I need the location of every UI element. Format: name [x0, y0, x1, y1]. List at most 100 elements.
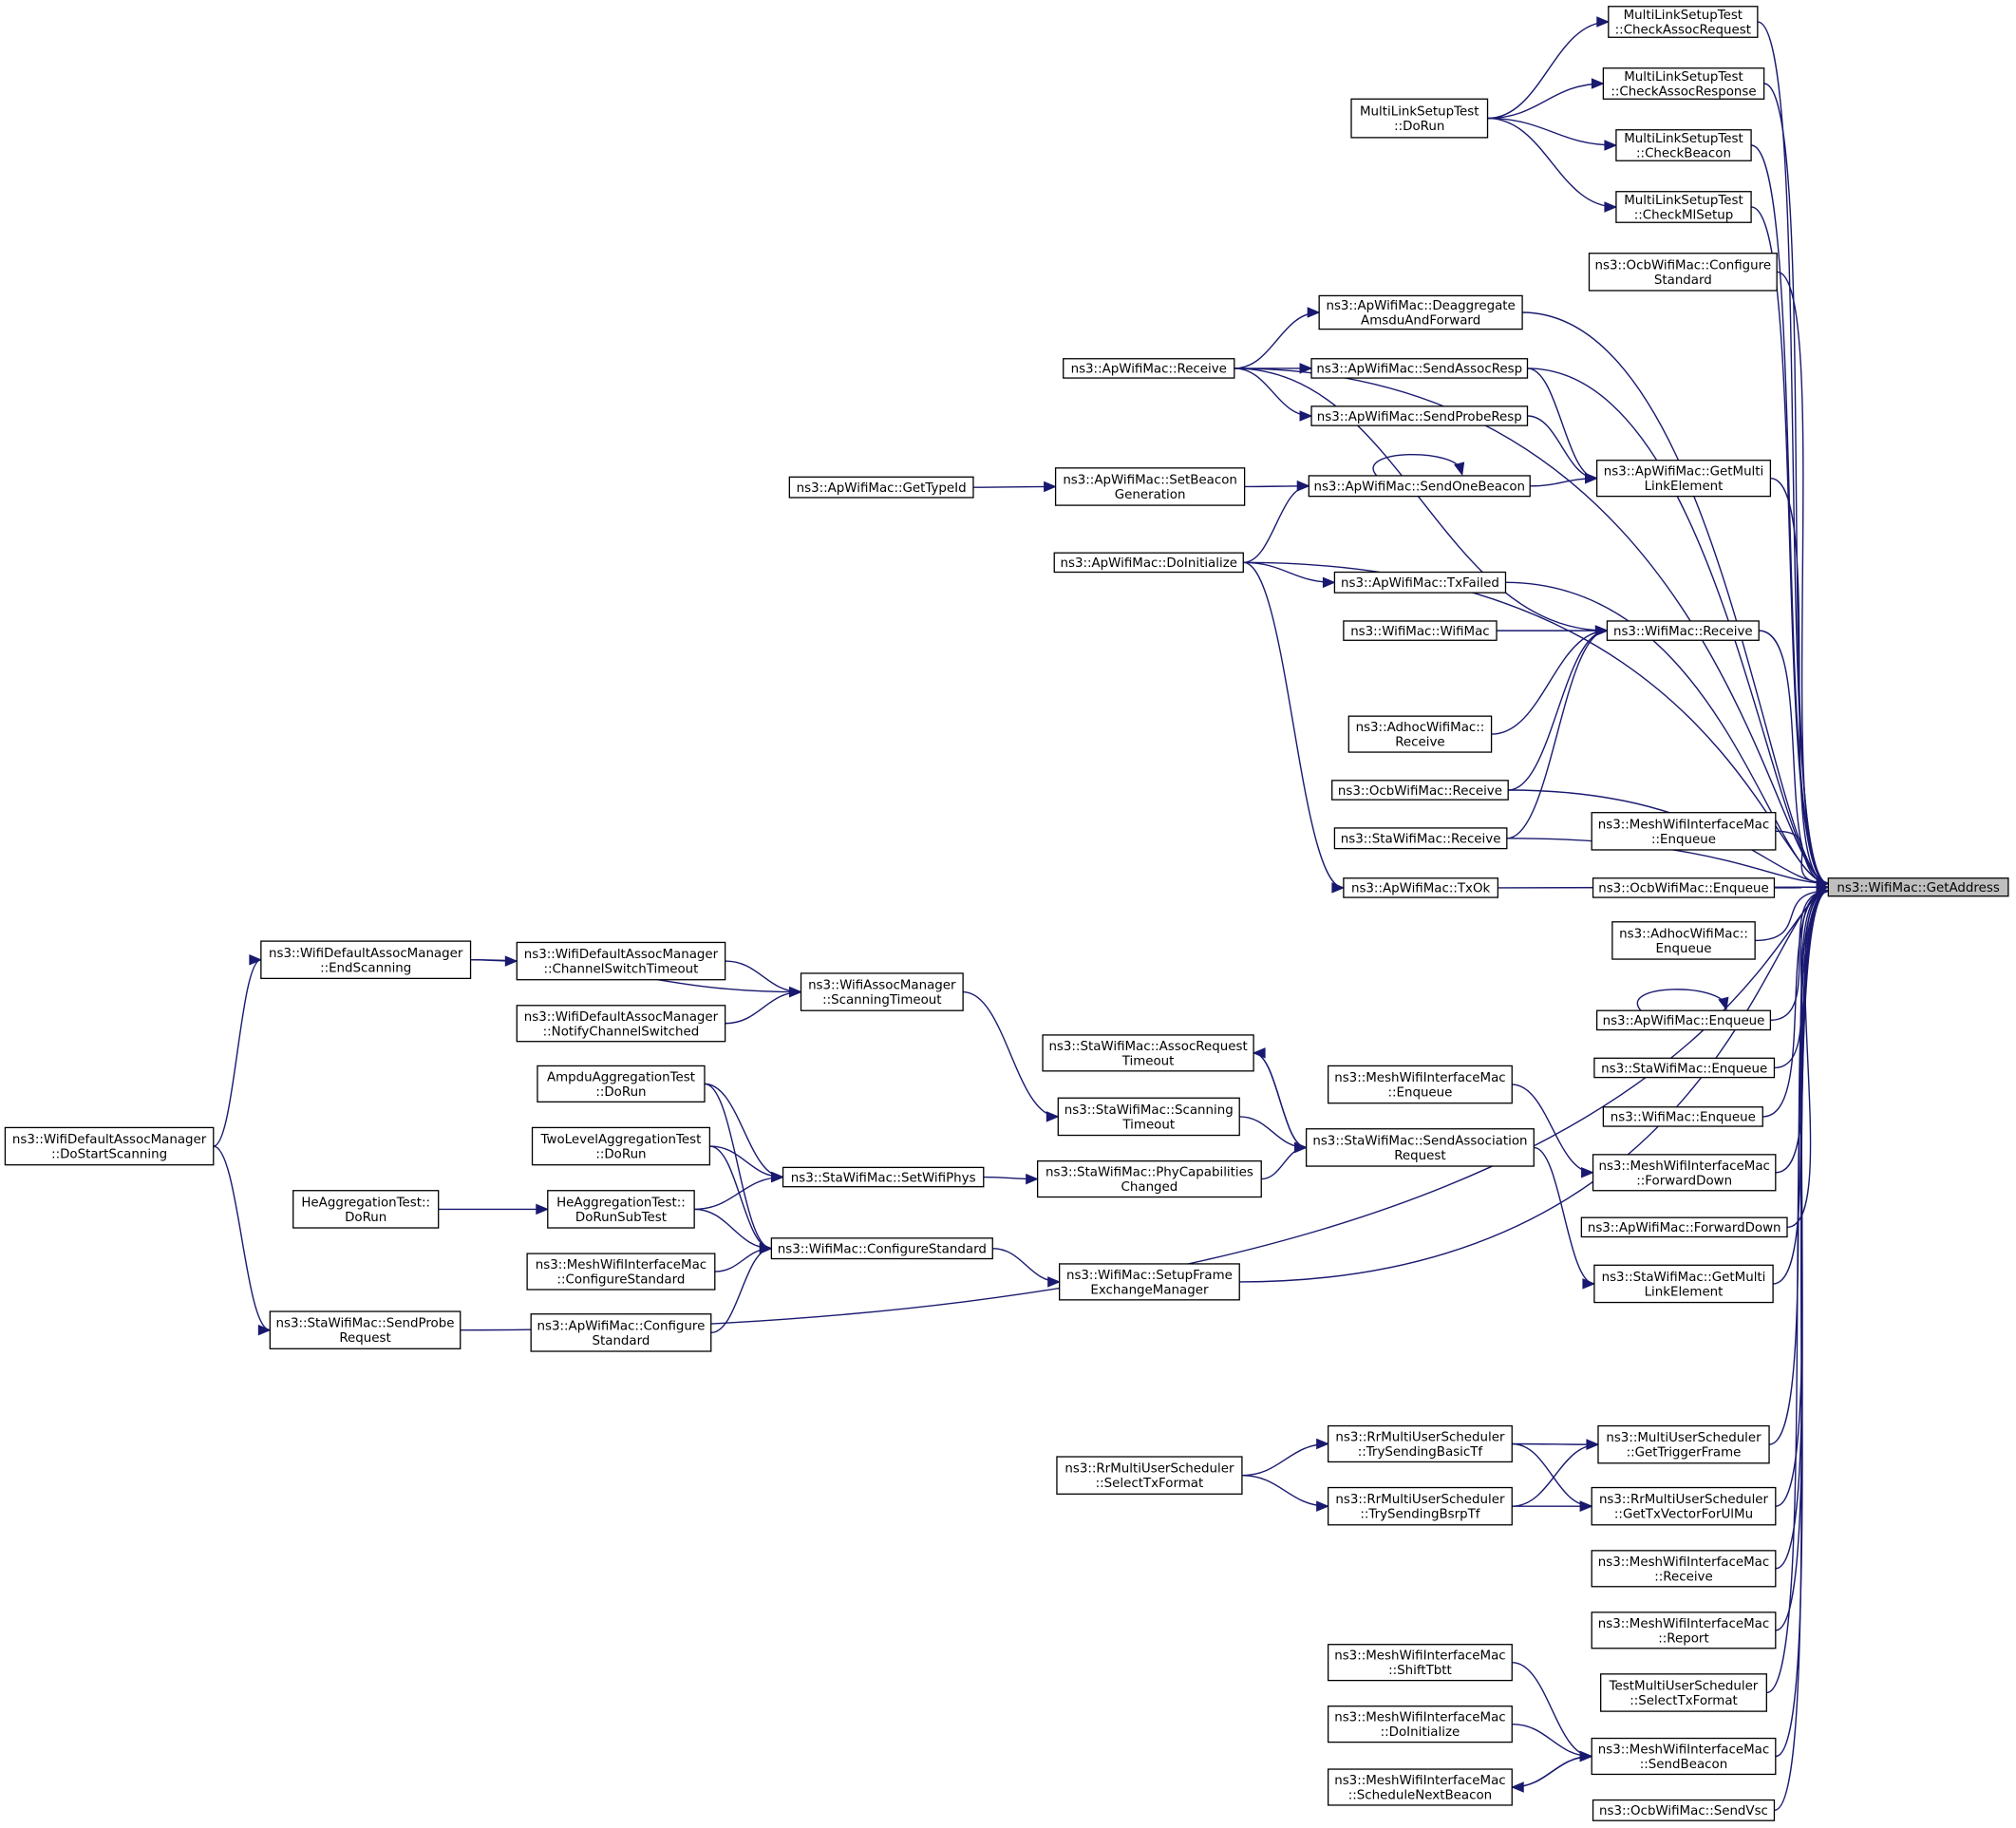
function-node-wdam_es[interactable]: ns3::WifiDefaultAssocManager::EndScannin… [260, 940, 472, 980]
function-node-ap_recv[interactable]: ns3::ApWifiMac::Receive [1063, 358, 1235, 379]
function-node-wm_enq[interactable]: ns3::WifiMac::Enqueue [1602, 1106, 1763, 1127]
function-node-ocb_recv[interactable]: ns3::OcbWifiMac::Receive [1331, 780, 1509, 801]
function-node-ap_sar[interactable]: ns3::ApWifiMac::SendAssocResp [1310, 358, 1529, 379]
function-node-rr_gtv[interactable]: ns3::RrMultiUserScheduler::GetTxVectorFo… [1591, 1486, 1777, 1526]
function-node-ml_cb[interactable]: MultiLinkSetupTest::CheckBeacon [1615, 129, 1752, 161]
function-node-ap_spr[interactable]: ns3::ApWifiMac::SendProbeResp [1310, 405, 1529, 426]
function-node-sta_recv[interactable]: ns3::StaWifiMac::Receive [1333, 827, 1508, 850]
function-node-mesh_enq2[interactable]: ns3::MeshWifiInterfaceMac::Enqueue [1327, 1065, 1513, 1104]
function-node-mesh_fd[interactable]: ns3::MeshWifiInterfaceMac::ForwardDown [1592, 1154, 1777, 1192]
function-node-sta_st[interactable]: ns3::StaWifiMac::ScanningTimeout [1057, 1097, 1240, 1137]
function-node-rr_tsbs[interactable]: ns3::RrMultiUserScheduler::TrySendingBsr… [1327, 1486, 1513, 1526]
function-node-wm_cs[interactable]: ns3::WifiMac::ConfigureStandard [770, 1237, 993, 1260]
function-node-ampdu_dorun[interactable]: AmpduAggregationTest::DoRun [537, 1065, 706, 1102]
function-node-ocb_enq[interactable]: ns3::OcbWifiMac::Enqueue [1592, 877, 1776, 898]
function-node-ml_cares[interactable]: MultiLinkSetupTest::CheckAssocResponse [1602, 67, 1765, 100]
function-node-ap_doi[interactable]: ns3::ApWifiMac::DoInitialize [1053, 552, 1244, 574]
function-node-he_dorun[interactable]: HeAggregationTest::DoRun [292, 1190, 440, 1229]
function-node-ml_dorun[interactable]: MultiLinkSetupTest::DoRun [1350, 98, 1489, 139]
root-function-node[interactable]: ns3::WifiMac::GetAddress [1827, 877, 2009, 897]
node-box [1327, 1065, 1513, 1104]
function-node-mesh_sb[interactable]: ns3::MeshWifiInterfaceMac::SendBeacon [1591, 1737, 1777, 1776]
node-box [1333, 571, 1507, 594]
edge-arrowhead [257, 1324, 272, 1336]
function-node-ap_cs[interactable]: ns3::ApWifiMac::ConfigureStandard [530, 1313, 712, 1352]
function-node-mesh_doi[interactable]: ns3::MeshWifiInterfaceMac::DoInitialize [1327, 1706, 1513, 1743]
node-label: ns3::OcbWifiMac::SendVsc [1599, 1804, 1768, 1819]
edge-sta_sar-to-sta_art [1252, 1047, 1307, 1149]
node-label: ns3::WifiMac::Enqueue [1611, 1111, 1756, 1125]
function-node-sta_swp[interactable]: ns3::StaWifiMac::SetWifiPhys [782, 1166, 985, 1188]
node-label: ::SelectTxFormat [1630, 1694, 1738, 1708]
function-node-ap_deagg[interactable]: ns3::ApWifiMac::DeaggregateAmsduAndForwa… [1318, 294, 1523, 330]
edge-wdam_dss-to-sta_spr [213, 1145, 272, 1336]
edge-arrowhead [1316, 1438, 1329, 1450]
function-node-adhoc_enq[interactable]: ns3::AdhocWifiMac::Enqueue [1611, 921, 1756, 960]
node-label: ns3::RrMultiUserScheduler [1065, 1462, 1234, 1477]
node-box [1591, 1611, 1777, 1649]
function-node-ap_fd[interactable]: ns3::ApWifiMac::ForwardDown [1580, 1216, 1788, 1238]
function-node-ml_cms[interactable]: MultiLinkSetupTest::CheckMlSetup [1615, 191, 1752, 223]
edge-sta_recv-to-wm_recv [1506, 625, 1609, 839]
function-node-ocb_cs[interactable]: ns3::OcbWifiMac::ConfigureStandard [1588, 253, 1778, 292]
node-label: ns3::WifiDefaultAssocManager [524, 948, 719, 962]
node-label: MultiLinkSetupTest [1624, 194, 1743, 208]
node-box [1327, 1486, 1513, 1526]
edge-mesh_stbtt-to-mesh_sb [1512, 1661, 1593, 1762]
function-node-mesh_rep[interactable]: ns3::MeshWifiInterfaceMac::Report [1591, 1611, 1777, 1649]
node-box [1310, 405, 1529, 426]
node-box [1606, 620, 1760, 641]
node-label: ::DoStartScanning [51, 1148, 167, 1162]
node-box [782, 1166, 985, 1188]
function-node-wm_recv[interactable]: ns3::WifiMac::Receive [1606, 620, 1760, 641]
function-node-ap_sob[interactable]: ns3::ApWifiMac::SendOneBeacon [1308, 475, 1531, 498]
function-node-wm_wm[interactable]: ns3::WifiMac::WifiMac [1343, 620, 1498, 641]
function-node-mesh_recv[interactable]: ns3::MeshWifiInterfaceMac::Receive [1591, 1550, 1777, 1588]
edge-rr_tsbs-to-rr_gtv [1512, 1500, 1593, 1512]
edge-mesh_enq2-to-mesh_fd [1512, 1084, 1594, 1178]
edge-path [1512, 1442, 1592, 1507]
function-node-ap_txok[interactable]: ns3::ApWifiMac::TxOk [1343, 877, 1499, 898]
function-node-wam_st[interactable]: ns3::WifiAssocManager::ScanningTimeout [800, 972, 964, 1011]
node-label: ns3::WifiMac::SetupFrame [1066, 1269, 1233, 1283]
function-node-mesh_enq[interactable]: ns3::MeshWifiInterfaceMac::Enqueue [1591, 812, 1777, 851]
edge-ml_dorun-to-ml_car [1487, 16, 1611, 120]
function-node-mesh_snb[interactable]: ns3::MeshWifiInterfaceMac::ScheduleNextB… [1327, 1768, 1513, 1806]
function-node-tmus_stf[interactable]: TestMultiUserScheduler::SelectTxFormat [1600, 1673, 1767, 1712]
node-box [1308, 475, 1531, 498]
function-node-sta_enq[interactable]: ns3::StaWifiMac::Enqueue [1593, 1057, 1776, 1079]
function-node-wdam_dss[interactable]: ns3::WifiDefaultAssocManager::DoStartSca… [4, 1126, 215, 1166]
node-box [1350, 98, 1489, 139]
function-node-ap_gti[interactable]: ns3::ApWifiMac::GetTypeId [788, 476, 974, 499]
function-node-rr_tsbt[interactable]: ns3::RrMultiUserScheduler::TrySendingBas… [1327, 1424, 1513, 1463]
node-label: ns3::WifiAssocManager [808, 979, 956, 993]
edge-arrowhead [1581, 1167, 1594, 1178]
edge-path [1487, 117, 1616, 146]
function-node-tla_dorun[interactable]: TwoLevelAggregationTest::DoRun [531, 1126, 711, 1166]
function-node-wdam_cst[interactable]: ns3::WifiDefaultAssocManager::ChannelSwi… [516, 941, 726, 981]
function-node-he_drst[interactable]: HeAggregationTest::DoRunSubTest [547, 1190, 695, 1229]
node-box [1591, 1550, 1777, 1588]
function-node-mesh_cs[interactable]: ns3::MeshWifiInterfaceMac::ConfigureStan… [526, 1253, 716, 1291]
function-node-mesh_stbtt[interactable]: ns3::MeshWifiInterfaceMac::ShiftTbtt [1327, 1644, 1513, 1682]
function-node-adhoc_recv[interactable]: ns3::AdhocWifiMac::Receive [1347, 715, 1493, 753]
edge-arrowhead [1047, 1276, 1061, 1288]
node-label: ns3::RrMultiUserScheduler [1599, 1493, 1769, 1507]
function-node-mus_gtf[interactable]: ns3::MultiUserScheduler::GetTriggerFrame [1597, 1424, 1770, 1464]
function-node-ap_enq[interactable]: ns3::ApWifiMac::Enqueue [1595, 1009, 1772, 1031]
edge-wam_st-to-sta_st [963, 990, 1060, 1122]
function-node-rr_stf[interactable]: ns3::RrMultiUserScheduler::SelectTxForma… [1056, 1456, 1243, 1495]
function-node-ocb_svsc[interactable]: ns3::OcbWifiMac::SendVsc [1592, 1799, 1776, 1821]
function-node-ml_car[interactable]: MultiLinkSetupTest::CheckAssocRequest [1608, 6, 1759, 38]
function-node-wdam_ncs[interactable]: ns3::WifiDefaultAssocManager::NotifyChan… [516, 1005, 726, 1043]
edge-path [213, 959, 262, 1147]
function-node-ap_txf[interactable]: ns3::ApWifiMac::TxFailed [1333, 571, 1507, 594]
